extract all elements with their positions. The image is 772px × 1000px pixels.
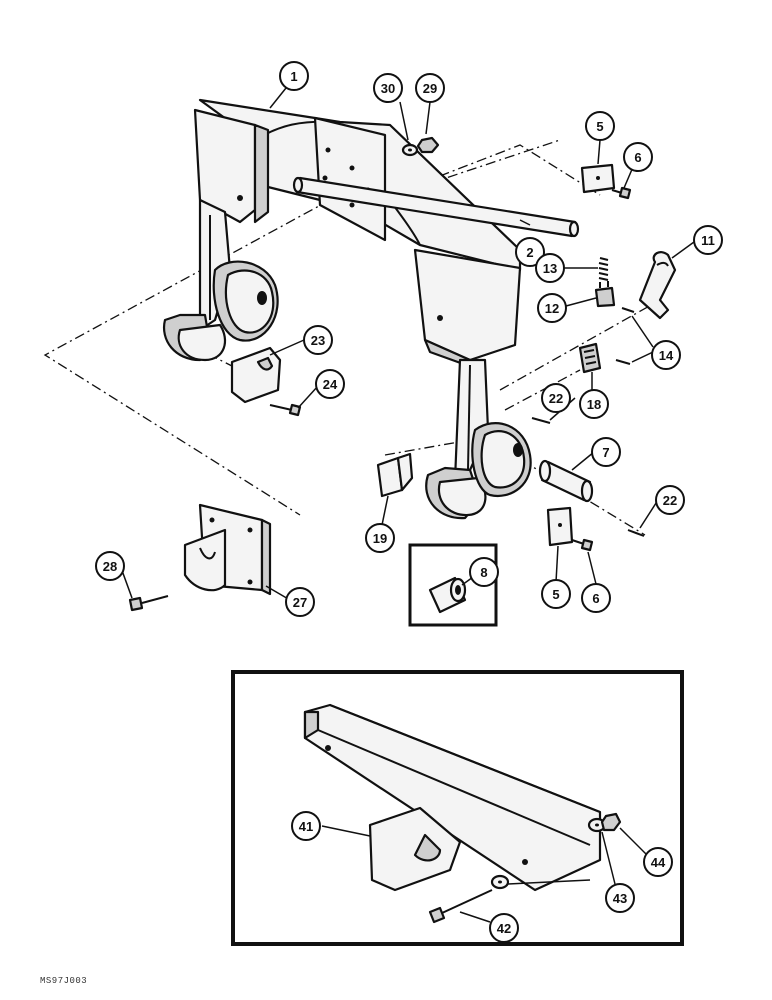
callout-5-lower: 5 [541,579,571,609]
bolt-6-lower [571,538,594,552]
hook-plate-27 [183,503,272,596]
svg-text:14: 14 [659,348,674,363]
svg-text:2: 2 [526,245,533,260]
latch-block-19 [376,452,414,498]
svg-text:24: 24 [323,377,338,392]
plate-5-top [580,163,616,194]
callout-19: 19 [365,523,395,553]
callout-1: 1 [279,61,309,91]
callout-28: 28 [95,551,125,581]
callout-8: 8 [469,557,499,587]
svg-text:13: 13 [543,261,557,276]
pin-14 [615,307,635,365]
washer-43-lower [490,874,510,890]
pin-7 [538,459,594,503]
callout-27: 27 [285,587,315,617]
clip-18 [578,342,602,374]
svg-text:1: 1 [290,69,297,84]
spring-13 [598,257,609,281]
washer-30 [401,143,419,157]
callout-30: 30 [373,73,403,103]
callout-2: 2 [515,237,545,267]
callout-24: 24 [315,369,345,399]
svg-text:23: 23 [311,333,325,348]
svg-text:19: 19 [373,531,387,546]
callout-11: 11 [693,225,723,255]
svg-text:27: 27 [293,595,307,610]
latch-11 [638,251,677,320]
svg-text:30: 30 [381,81,395,96]
nut-44 [600,812,622,832]
leader-lines [119,87,695,923]
svg-text:5: 5 [596,119,603,134]
callout-29: 29 [415,73,445,103]
callout-43: 43 [605,883,635,913]
callout-22-upper: 22 [541,383,571,413]
svg-text:28: 28 [103,559,117,574]
svg-text:18: 18 [587,397,601,412]
svg-text:7: 7 [602,445,609,460]
coupler-frame [162,98,532,520]
bolt-6-top [611,186,632,200]
callout-18: 18 [579,389,609,419]
svg-text:8: 8 [480,565,487,580]
svg-text:5: 5 [552,587,559,602]
svg-text:42: 42 [497,921,511,936]
svg-text:29: 29 [423,81,437,96]
bolt-42 [428,889,493,924]
callout-23: 23 [303,325,333,355]
nut-29 [416,136,440,154]
svg-text:22: 22 [549,391,563,406]
callout-41: 41 [291,811,321,841]
drawbar-41 [303,703,602,892]
pin-2 [292,176,580,238]
callout-12: 12 [537,293,567,323]
callout-13: 13 [535,253,565,283]
svg-text:6: 6 [592,591,599,606]
svg-text:22: 22 [663,493,677,508]
block-23 [230,346,282,404]
bolt-24 [269,403,302,417]
callout-42: 42 [489,913,519,943]
bracket-12 [594,281,616,308]
callout-14: 14 [651,340,681,370]
plate-5-lower [546,506,574,547]
callout-44: 44 [643,847,673,877]
callout-6-lower: 6 [581,583,611,613]
svg-text:6: 6 [634,150,641,165]
pin-22-lower [627,529,645,537]
callout-5-top: 5 [585,111,615,141]
figure-code: MS97J003 [40,976,88,986]
svg-text:12: 12 [545,301,559,316]
callout-6-top: 6 [623,142,653,172]
callout-22-lower: 22 [655,485,685,515]
drawbar-frame-box [231,670,684,946]
svg-text:11: 11 [701,233,715,248]
svg-text:41: 41 [299,819,313,834]
callout-7: 7 [591,437,621,467]
bolt-28 [128,595,169,612]
pin-22-upper [531,417,551,424]
svg-text:44: 44 [651,855,666,870]
svg-text:43: 43 [613,891,627,906]
